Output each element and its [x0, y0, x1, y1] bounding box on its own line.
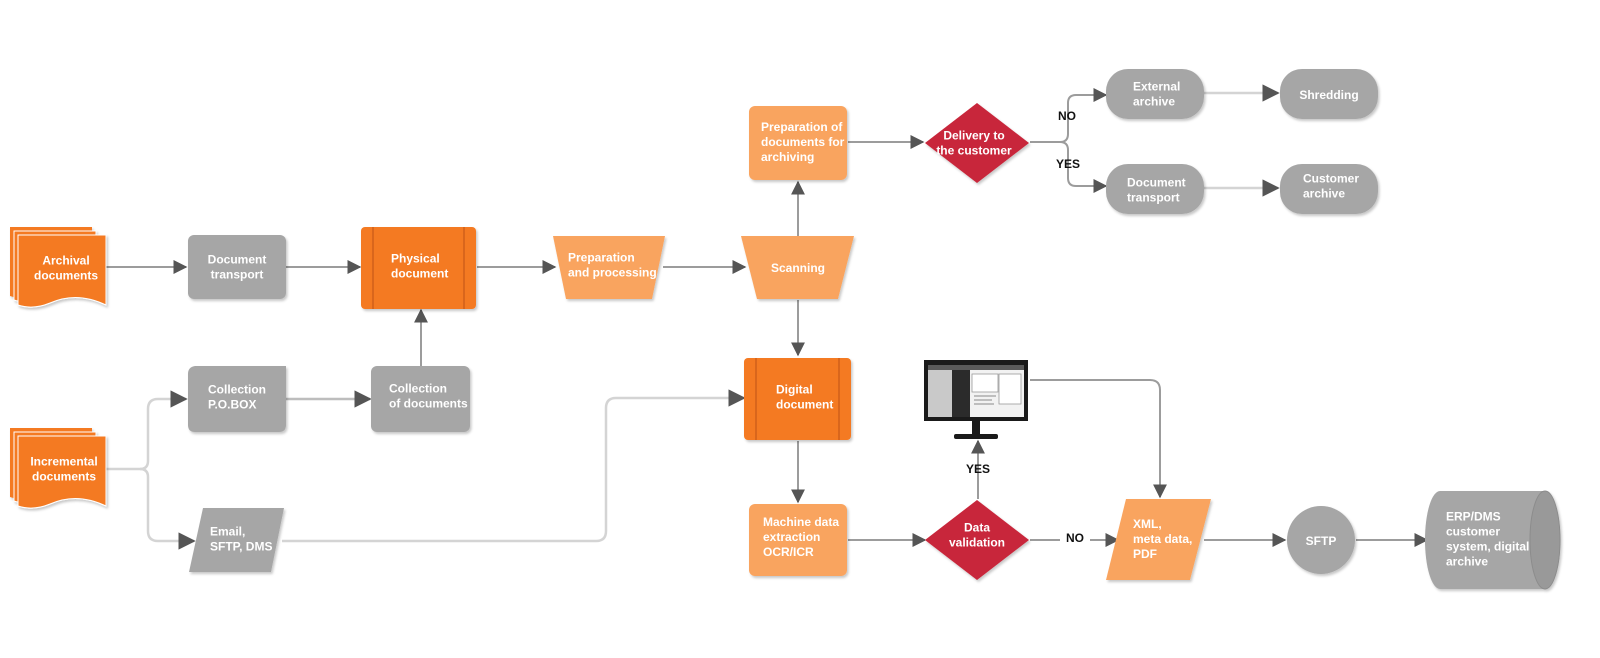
label-shredding: Shredding [1299, 88, 1358, 102]
label-line: Email, [210, 525, 245, 539]
label-line: PDF [1133, 547, 1157, 561]
label-line: External [1133, 80, 1180, 94]
label-line: archive [1446, 555, 1488, 569]
label-line: Delivery to [943, 129, 1004, 143]
node-shredding[interactable] [1280, 69, 1378, 119]
label-line: archiving [761, 150, 814, 164]
label-line: archive [1303, 187, 1345, 201]
edge-incremental-to-pobox [106, 390, 188, 471]
label-line: the customer [936, 144, 1012, 158]
node-erp-dms[interactable] [1425, 490, 1561, 590]
node-incremental-documents[interactable] [10, 428, 107, 509]
node-sftp[interactable] [1287, 506, 1355, 574]
label-line: Collection [208, 383, 266, 397]
node-machine-data-extraction[interactable] [749, 504, 847, 576]
label-line: Machine data [763, 515, 839, 529]
node-data-validation[interactable] [925, 500, 1029, 580]
label-line: P.O.BOX [208, 398, 256, 412]
label-line: Scanning [771, 261, 825, 275]
label-validation-no: NO [1066, 531, 1084, 545]
node-scanning[interactable] [741, 236, 854, 299]
label-line: archive [1133, 95, 1175, 109]
label-line: customer [1446, 525, 1500, 539]
label-line: document [776, 398, 833, 412]
node-customer-archive[interactable] [1280, 164, 1378, 214]
label-line: Collection [389, 382, 447, 396]
connectors [106, 84, 1429, 550]
label-line: SFTP, DMS [210, 540, 272, 554]
edge-email-to-digital [282, 389, 746, 543]
label-line: Document [208, 253, 267, 267]
node-xml-meta-pdf[interactable] [1106, 499, 1211, 580]
label-line: transport [1127, 191, 1180, 205]
label-line: Physical [391, 252, 440, 266]
label-line: and processing [568, 266, 657, 280]
label-xml-meta-pdf: XML,meta data,PDF [1133, 517, 1192, 561]
node-collection-of-documents[interactable] [371, 366, 470, 432]
node-physical-document[interactable] [361, 227, 476, 309]
label-line: extraction [763, 530, 820, 544]
label-validation-yes: YES [966, 462, 990, 476]
label-line: Preparation [568, 251, 635, 265]
label-line: system, digital [1446, 540, 1529, 554]
label-line: validation [949, 536, 1005, 550]
monitor-icon [924, 360, 1028, 439]
node-preparation-archiving[interactable] [749, 106, 847, 180]
label-line: XML, [1133, 517, 1162, 531]
label-line: Incremental [30, 455, 97, 469]
node-collection-pobox[interactable] [188, 366, 286, 432]
edge-monitor-to-xml [1030, 379, 1167, 499]
label-line: SFTP [1306, 534, 1337, 548]
node-archival-documents[interactable] [10, 227, 107, 308]
label-line: ERP/DMS [1446, 510, 1501, 524]
node-delivery-to-customer[interactable] [925, 103, 1029, 183]
node-external-archive[interactable] [1106, 69, 1204, 119]
label-line: Preparation of [761, 120, 843, 134]
label-line: Data [964, 521, 990, 535]
label-scanning: Scanning [771, 261, 825, 275]
label-delivery-no: NO [1058, 109, 1076, 123]
label-line: transport [211, 268, 264, 282]
label-sftp: SFTP [1306, 534, 1337, 548]
node-document-transport-1[interactable] [188, 235, 286, 299]
label-delivery-yes: YES [1056, 157, 1080, 171]
label-line: Shredding [1299, 88, 1358, 102]
label-line: OCR/ICR [763, 545, 814, 559]
label-line: meta data, [1133, 532, 1192, 546]
node-digital-document[interactable] [744, 358, 851, 440]
label-email-sftp-dms: Email,SFTP, DMS [210, 525, 272, 554]
label-line: Digital [776, 383, 813, 397]
edge-incremental-to-email [139, 467, 196, 550]
label-line: Document [1127, 176, 1186, 190]
label-line: documents [32, 470, 96, 484]
label-line: document [391, 267, 448, 281]
edge-delivery-yes [1059, 141, 1108, 193]
label-line: documents [34, 269, 98, 283]
label-line: documents for [761, 135, 845, 149]
node-email-sftp-dms[interactable] [189, 508, 284, 572]
node-preparation-processing[interactable] [553, 236, 665, 299]
label-line: of documents [389, 397, 468, 411]
label-line: Customer [1303, 172, 1359, 186]
label-line: Archival [42, 254, 89, 268]
node-document-transport-2[interactable] [1106, 164, 1204, 214]
